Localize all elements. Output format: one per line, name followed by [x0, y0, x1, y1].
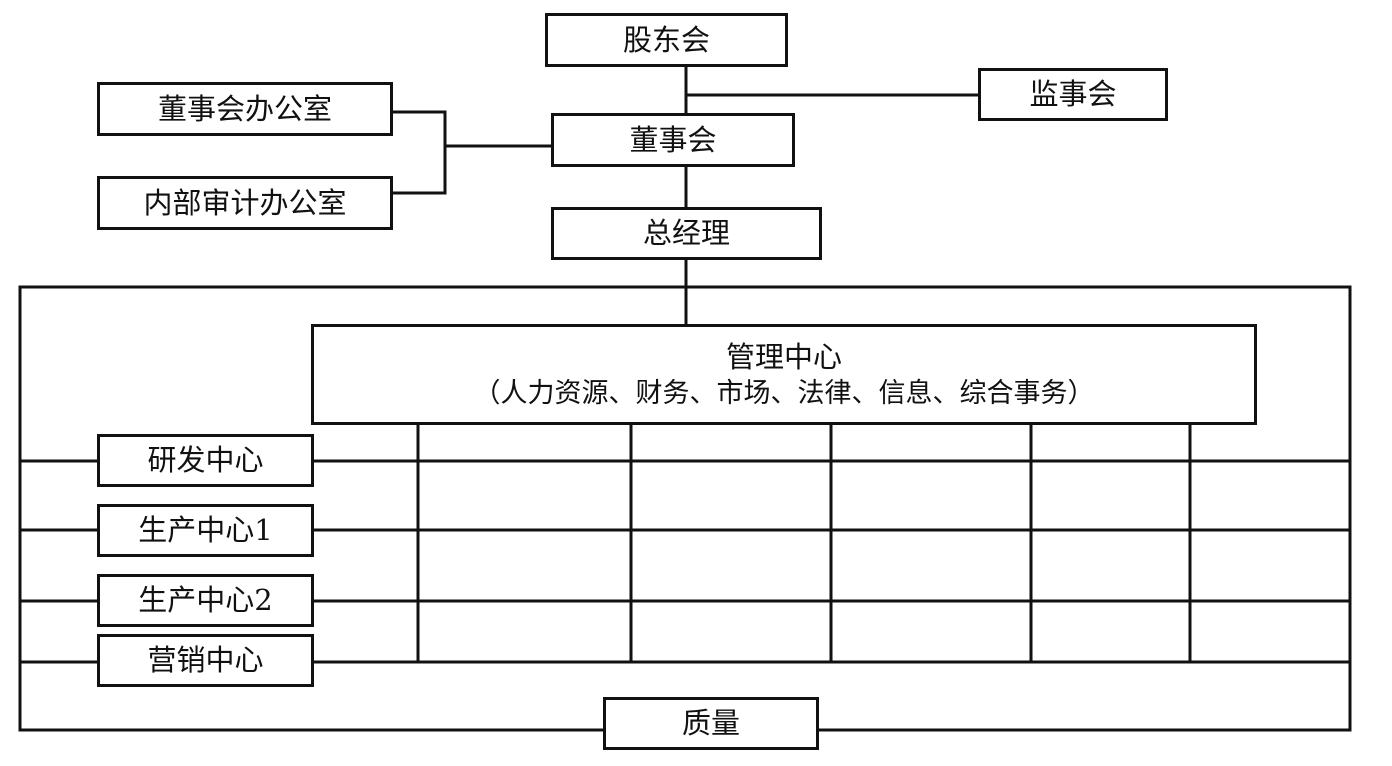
production-center-2-box: 生产中心2 [97, 574, 314, 627]
rd-center-label: 研发中心 [147, 443, 264, 478]
shareholders-box: 股东会 [545, 13, 788, 67]
marketing-center-label: 营销中心 [147, 643, 264, 678]
production-center-2-label: 生产中心2 [138, 583, 273, 618]
supervisors-box: 监事会 [978, 68, 1168, 121]
general-manager-box: 总经理 [551, 207, 822, 260]
production-center-1-label: 生产中心1 [138, 513, 273, 548]
board-label: 董事会 [629, 122, 717, 157]
board-office-label: 董事会办公室 [157, 91, 332, 126]
management-center-subtitle: （人力资源、财务、市场、法律、信息、综合事务） [473, 377, 1095, 409]
general-manager-label: 总经理 [642, 216, 730, 251]
board-office-box: 董事会办公室 [97, 82, 393, 136]
management-center-box: 管理中心 （人力资源、财务、市场、法律、信息、综合事务） [311, 324, 1257, 425]
production-center-1-box: 生产中心1 [97, 504, 314, 557]
audit-office-label: 内部审计办公室 [143, 185, 347, 220]
supervisors-label: 监事会 [1029, 77, 1117, 112]
quality-label: 质量 [681, 706, 740, 741]
management-center-title: 管理中心 [725, 339, 842, 374]
quality-box: 质量 [603, 697, 819, 750]
rd-center-box: 研发中心 [97, 434, 314, 487]
board-box: 董事会 [551, 113, 795, 167]
marketing-center-box: 营销中心 [97, 634, 314, 687]
shareholders-label: 股东会 [622, 22, 710, 57]
audit-office-box: 内部审计办公室 [97, 176, 393, 230]
